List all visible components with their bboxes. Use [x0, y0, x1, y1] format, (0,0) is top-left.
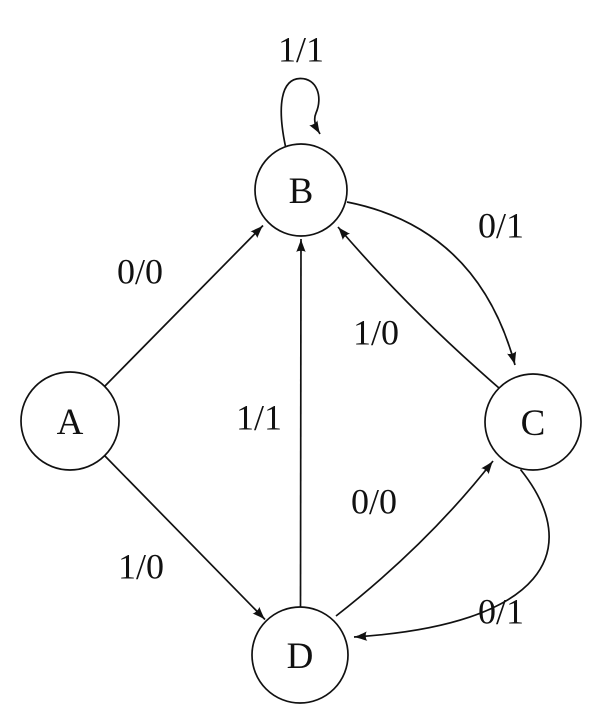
state-node-d [251, 606, 349, 704]
edge-d-to-b [296, 238, 306, 608]
edge-a-to-d [102, 453, 266, 621]
edge-label-a-b: 0/0 [117, 252, 163, 292]
edge-label-d-b: 1/1 [236, 398, 282, 438]
edge-labels-layer: 0/0 1/0 1/1 1/1 0/1 1/0 0/0 0/1 [117, 30, 524, 632]
state-label-b: B [289, 171, 314, 212]
edge-d-to-c [335, 460, 494, 617]
edges-layer [102, 77, 550, 641]
edge-c-to-d [353, 468, 550, 641]
edge-label-b-c: 0/1 [478, 206, 524, 246]
state-node-c [484, 373, 582, 471]
edge-b-self-loop [280, 77, 321, 147]
edge-b-to-c [346, 201, 517, 366]
edge-label-b-self: 1/1 [278, 30, 324, 70]
edge-label-c-b: 1/0 [353, 313, 399, 353]
edge-label-c-d: 0/1 [478, 592, 524, 632]
state-node-b [254, 143, 348, 237]
state-label-d: D [287, 636, 314, 677]
state-label-a: A [57, 402, 84, 443]
edge-label-a-d: 1/0 [118, 547, 164, 587]
node-labels-layer: A B C D [57, 171, 546, 677]
edge-a-to-b [102, 224, 264, 389]
edge-c-to-b [337, 226, 500, 389]
nodes-layer [20, 143, 582, 704]
state-label-c: C [521, 403, 546, 444]
edge-label-d-c: 0/0 [351, 482, 397, 522]
state-node-a [20, 371, 120, 471]
